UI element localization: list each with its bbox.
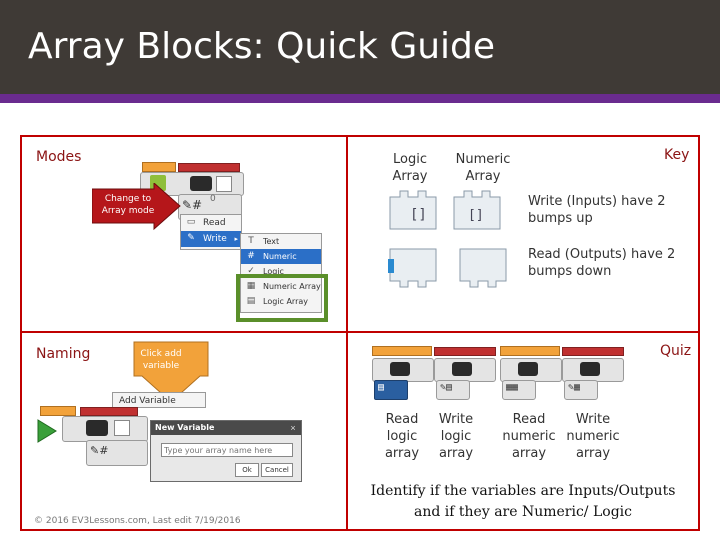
menu-item-write[interactable]: ✎ Write ▸ [181,231,241,247]
quiz-top-bar-3 [500,346,560,356]
dialog-title: New Variable [151,421,301,435]
slide-title: Array Blocks: Quick Guide [28,26,496,67]
var-block-top-bar-red [80,407,138,416]
quiz-write-logic-icon: ✎▤ [440,382,453,393]
quiz-label-2: Write logic array [438,412,474,461]
submenu-item-numeric[interactable]: #Numeric [241,249,321,264]
read-numeric-tile [459,248,507,288]
write-mode-icon: ✎ [187,233,195,243]
modes-heading: Modes [36,149,82,165]
block-value: 0 [210,194,216,204]
array-options-highlight [236,274,328,322]
naming-heading: Naming [36,346,91,362]
var-block-top-bar [40,406,76,416]
new-variable-dialog: New Variable × Ok Cancel [150,420,302,482]
quiz-briefcase-icon-3 [518,362,538,376]
submenu-arrow-icon: ▸ [234,235,238,243]
quiz-top-bar-2 [434,347,496,356]
add-variable-callout-text: Click add variable [140,349,182,371]
submenu-item-logic-array[interactable]: ▤Logic Array [246,296,308,306]
block-top-bar [142,162,176,172]
menu-item-read[interactable]: ▭ Read [186,217,226,228]
write-numeric-tile: [] [453,190,501,230]
key-heading: Key [664,147,690,163]
quiz-top-bar-4 [562,347,624,356]
quiz-read-numeric-icon: ▦▦ [506,382,519,393]
footer-text: © 2016 EV3Lessons.com, Last edit 7/19/20… [34,516,241,526]
add-variable-callout [133,341,209,403]
pencil-hash-icon: ✎# [182,198,203,212]
block-top-bar-red [178,163,240,172]
quiz-panel [346,331,700,531]
block-output-icon [216,176,232,192]
quiz-write-logic-tile [436,380,470,400]
read-logic-tile [388,248,437,288]
quiz-top-bar-1 [372,346,432,356]
variable-name-box[interactable] [114,420,130,436]
change-mode-callout-text: Change to Array mode [101,194,155,216]
write-logic-tile: [] [389,190,437,230]
ok-button[interactable]: Ok [235,463,259,477]
quiz-write-numeric-tile [564,380,598,400]
variable-block-mode-area [86,440,148,466]
submenu-item-logic[interactable]: ✓Logic [241,264,321,279]
quiz-briefcase-icon-2 [452,362,472,376]
logic-array-icon: ▤ [246,296,256,306]
add-variable-menu-item[interactable]: Add Variable [112,392,206,408]
write-description: Write (Inputs) have 2 bumps up [528,194,666,226]
key-col-numeric: Numeric Array [455,152,511,184]
svg-text:[]: [] [410,207,427,223]
quiz-briefcase-icon-4 [580,362,600,376]
quiz-read-logic-icon: ▤ [378,382,385,393]
submenu-item-numeric-array[interactable]: ▦Numeric Array [246,281,321,291]
dialog-close-icon[interactable]: × [290,423,296,433]
quiz-label-1: Read logic array [384,412,420,461]
numeric-array-icon: ▦ [246,281,256,291]
array-name-input[interactable] [161,443,293,457]
quiz-instruction: Identify if the variables are Inputs/Out… [370,483,676,520]
cancel-button[interactable]: Cancel [261,463,293,477]
briefcase-icon [190,176,212,191]
text-type-icon: T [248,236,254,246]
quiz-read-numeric-tile [502,380,536,400]
quiz-heading: Quiz [660,343,692,359]
var-pencil-hash-icon: ✎# [90,444,109,457]
variable-briefcase-icon [86,420,108,436]
accent-bar [0,94,720,103]
quiz-label-4: Write numeric array [566,412,620,461]
start-flag-icon [37,419,57,443]
logic-type-icon: ✓ [247,266,255,276]
read-mode-icon: ▭ [186,217,196,227]
key-col-logic: Logic Array [392,152,428,184]
quiz-briefcase-icon-1 [390,362,410,376]
quiz-read-logic-tile [374,380,408,400]
quiz-write-numeric-icon: ✎▦ [568,382,581,393]
numeric-type-icon: # [247,251,255,261]
title-bar [0,0,720,94]
mode-menu: ▭ Read ✎ Write ▸ [180,214,242,250]
read-description: Read (Outputs) have 2 bumps down [528,247,676,279]
quiz-label-3: Read numeric array [502,412,556,461]
svg-text:[]: [] [468,208,484,223]
change-mode-callout [92,183,181,231]
